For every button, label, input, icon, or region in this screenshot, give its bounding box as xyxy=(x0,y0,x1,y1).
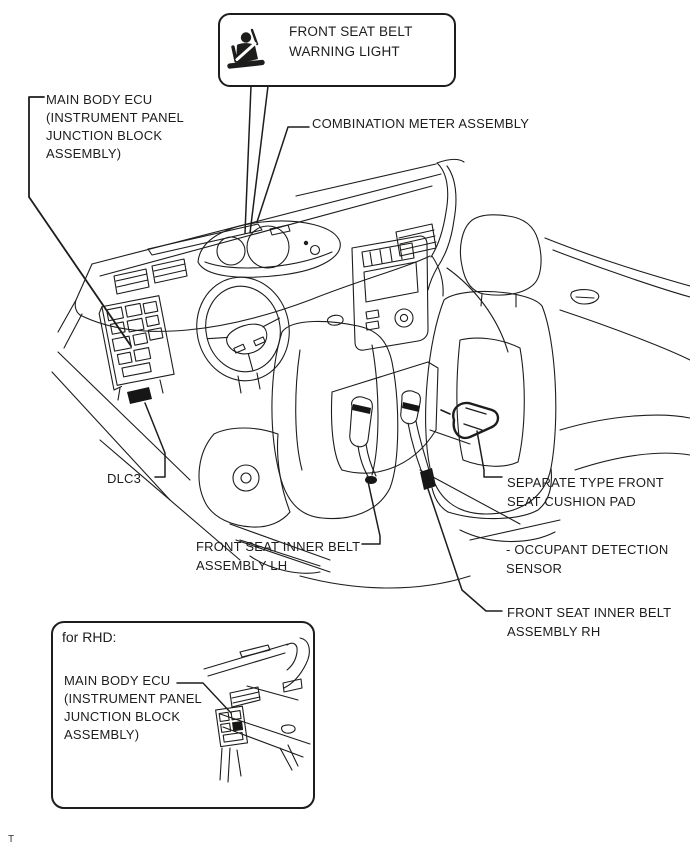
front-seat-inner-belt-rh xyxy=(400,390,436,490)
leader-lines xyxy=(28,85,503,714)
warning-light-box xyxy=(218,13,456,87)
ecu-bracket xyxy=(117,379,164,401)
page-corner-mark: T xyxy=(8,834,15,845)
combination-meter-label: COMBINATION METER ASSEMBLY xyxy=(312,116,530,131)
leader-inner-belt-rh xyxy=(427,488,503,612)
leader-main-body-ecu xyxy=(28,96,132,347)
main-body-ecu-block xyxy=(98,295,175,391)
dashboard xyxy=(57,158,465,349)
cushion-pad-label: SEPARATE TYPE FRONT SEAT CUSHION PAD xyxy=(507,475,664,509)
driver-seat xyxy=(198,320,399,574)
seat-belt-icon xyxy=(227,28,265,69)
rhd-box-title: for RHD: xyxy=(62,629,117,645)
steering-column xyxy=(237,372,261,394)
inner-belt-lh-label: FRONT SEAT INNER BELT ASSEMBLY LH xyxy=(196,539,361,573)
left-vents xyxy=(113,258,188,295)
dlc3-connector xyxy=(127,387,152,404)
rhd-main-body-ecu-label: MAIN BODY ECU (INSTRUMENT PANEL JUNCTION… xyxy=(64,673,202,742)
rhd-illustration xyxy=(203,637,311,783)
combination-meter xyxy=(197,220,341,278)
leader-dlc3 xyxy=(144,402,166,478)
steering-wheel xyxy=(196,276,290,382)
occupant-detection-sensor xyxy=(440,401,500,440)
dlc3-label: DLC3 xyxy=(107,471,142,486)
occupant-sensor-label: - OCCUPANT DETECTION SENSOR xyxy=(506,542,669,576)
main-body-ecu-label: MAIN BODY ECU (INSTRUMENT PANEL JUNCTION… xyxy=(46,92,184,161)
floor-lines xyxy=(51,351,561,589)
leader-inner-belt-lh xyxy=(361,476,381,545)
front-seat-inner-belt-lh xyxy=(349,396,377,484)
leader-combination-meter xyxy=(256,126,310,223)
leader-warning-light-2 xyxy=(249,85,269,234)
leader-warning-light xyxy=(244,85,252,234)
center-console xyxy=(330,361,439,474)
warning-light-label: FRONT SEAT BELT WARNING LIGHT xyxy=(289,24,413,59)
right-dash-and-door xyxy=(395,223,690,471)
rhd-box xyxy=(51,621,315,809)
leader-cushion-pad xyxy=(476,430,503,478)
rh-seat xyxy=(425,214,557,543)
leader-rhd-ecu xyxy=(176,682,232,714)
inner-belt-rh-label: FRONT SEAT INNER BELT ASSEMBLY RH xyxy=(507,605,672,639)
